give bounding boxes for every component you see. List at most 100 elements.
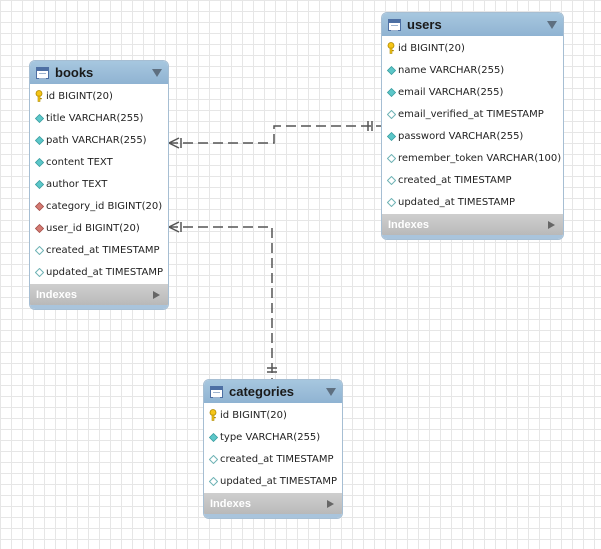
column-row[interactable]: id BIGINT(20)	[382, 37, 563, 59]
hollow-diamond-icon	[386, 152, 396, 164]
hollow-diamond-icon	[208, 475, 218, 487]
books-columns: id BIGINT(20) title VARCHAR(255) path VARC…	[30, 84, 168, 284]
hollow-diamond-icon	[208, 453, 218, 465]
column-row[interactable]: path VARCHAR(255)	[30, 129, 168, 151]
column-label: updated_at TIMESTAMP	[220, 475, 337, 487]
foreign-key-diamond-icon	[34, 200, 44, 212]
filled-diamond-icon	[386, 86, 396, 98]
categories-columns: id BIGINT(20) type VARCHAR(255) created_at…	[204, 403, 342, 493]
column-row[interactable]: title VARCHAR(255)	[30, 107, 168, 129]
column-row[interactable]: content TEXT	[30, 151, 168, 173]
column-row[interactable]: updated_at TIMESTAMP	[382, 191, 563, 213]
books-table[interactable]: books id BIGINT(20) title VARCHAR(255) pat…	[29, 60, 169, 310]
books-users-connector-line	[168, 125, 381, 144]
users-table-title: users	[407, 17, 442, 32]
books-table-header[interactable]: books	[30, 61, 168, 84]
filled-diamond-icon	[34, 112, 44, 124]
foreign-key-diamond-icon	[34, 222, 44, 234]
users-indexes-bar[interactable]: Indexes	[382, 214, 563, 235]
column-label: id BIGINT(20)	[46, 90, 113, 102]
books-table-title: books	[55, 65, 94, 80]
hollow-diamond-icon	[386, 174, 396, 186]
column-label: created_at TIMESTAMP	[220, 453, 334, 465]
categories-table-title: categories	[229, 384, 295, 399]
categories-table-footer	[204, 514, 342, 518]
table-icon	[36, 66, 49, 79]
table-icon	[388, 18, 401, 31]
key-icon	[386, 42, 396, 54]
column-label: name VARCHAR(255)	[398, 64, 505, 76]
indexes-label: Indexes	[210, 497, 251, 510]
triangle-right-icon[interactable]	[153, 290, 160, 299]
users-table-header[interactable]: users	[382, 13, 563, 36]
column-row[interactable]: created_at TIMESTAMP	[30, 239, 168, 261]
users-one-marker	[367, 121, 373, 131]
column-row[interactable]: type VARCHAR(255)	[204, 426, 342, 448]
column-row[interactable]: email VARCHAR(255)	[382, 81, 563, 103]
filled-diamond-icon	[34, 156, 44, 168]
column-label: id BIGINT(20)	[398, 42, 465, 54]
column-label: email_verified_at TIMESTAMP	[398, 108, 544, 120]
column-row[interactable]: email_verified_at TIMESTAMP	[382, 103, 563, 125]
users-table-footer	[382, 235, 563, 239]
column-label: created_at TIMESTAMP	[46, 244, 160, 256]
column-row[interactable]: user_id BIGINT(20)	[30, 217, 168, 239]
chevron-down-icon[interactable]	[547, 20, 557, 29]
chevron-down-icon[interactable]	[326, 387, 336, 396]
column-row[interactable]: updated_at TIMESTAMP	[30, 261, 168, 283]
filled-diamond-icon	[34, 178, 44, 190]
column-row[interactable]: password VARCHAR(255)	[382, 125, 563, 147]
column-label: password VARCHAR(255)	[398, 130, 524, 142]
filled-diamond-icon	[386, 130, 396, 142]
column-row[interactable]: category_id BIGINT(20)	[30, 195, 168, 217]
column-row[interactable]: name VARCHAR(255)	[382, 59, 563, 81]
column-row[interactable]: created_at TIMESTAMP	[204, 448, 342, 470]
column-label: remember_token VARCHAR(100)	[398, 152, 562, 164]
categories-table-header[interactable]: categories	[204, 380, 342, 403]
key-icon	[34, 90, 44, 102]
books-categories-connector-line	[168, 226, 273, 379]
column-row[interactable]: remember_token VARCHAR(100)	[382, 147, 563, 169]
hollow-diamond-icon	[34, 244, 44, 256]
users-columns: id BIGINT(20) name VARCHAR(255) email VARC…	[382, 36, 563, 214]
chevron-down-icon[interactable]	[152, 68, 162, 77]
column-row[interactable]: id BIGINT(20)	[204, 404, 342, 426]
books-categories-relationship[interactable]	[167, 221, 277, 379]
books-indexes-bar[interactable]: Indexes	[30, 284, 168, 305]
column-label: author TEXT	[46, 178, 108, 190]
categories-table[interactable]: categories id BIGINT(20) type VARCHAR(255…	[203, 379, 343, 519]
hollow-diamond-icon	[386, 196, 396, 208]
users-table[interactable]: users id BIGINT(20) name VARCHAR(255) emai…	[381, 12, 564, 240]
column-label: title VARCHAR(255)	[46, 112, 144, 124]
column-label: type VARCHAR(255)	[220, 431, 321, 443]
column-row[interactable]: created_at TIMESTAMP	[382, 169, 563, 191]
column-label: updated_at TIMESTAMP	[398, 196, 515, 208]
column-row[interactable]: id BIGINT(20)	[30, 85, 168, 107]
hollow-diamond-icon	[386, 108, 396, 120]
column-row[interactable]: updated_at TIMESTAMP	[204, 470, 342, 492]
column-row[interactable]: author TEXT	[30, 173, 168, 195]
filled-diamond-icon	[386, 64, 396, 76]
filled-diamond-icon	[34, 134, 44, 146]
column-label: updated_at TIMESTAMP	[46, 266, 163, 278]
key-icon	[208, 409, 218, 421]
indexes-label: Indexes	[36, 288, 77, 301]
books-crowsfoot-many-marker-2	[167, 221, 182, 233]
books-crowsfoot-many-marker	[167, 137, 182, 149]
filled-diamond-icon	[208, 431, 218, 443]
triangle-right-icon[interactable]	[327, 499, 334, 508]
categories-one-marker	[267, 367, 277, 373]
column-label: category_id BIGINT(20)	[46, 200, 163, 212]
column-label: path VARCHAR(255)	[46, 134, 147, 146]
hollow-diamond-icon	[34, 266, 44, 278]
column-label: content TEXT	[46, 156, 113, 168]
column-label: id BIGINT(20)	[220, 409, 287, 421]
books-table-footer	[30, 305, 168, 309]
indexes-label: Indexes	[388, 218, 429, 231]
triangle-right-icon[interactable]	[548, 220, 555, 229]
books-users-relationship[interactable]	[167, 121, 381, 149]
column-label: created_at TIMESTAMP	[398, 174, 512, 186]
categories-indexes-bar[interactable]: Indexes	[204, 493, 342, 514]
column-label: email VARCHAR(255)	[398, 86, 504, 98]
column-label: user_id BIGINT(20)	[46, 222, 140, 234]
